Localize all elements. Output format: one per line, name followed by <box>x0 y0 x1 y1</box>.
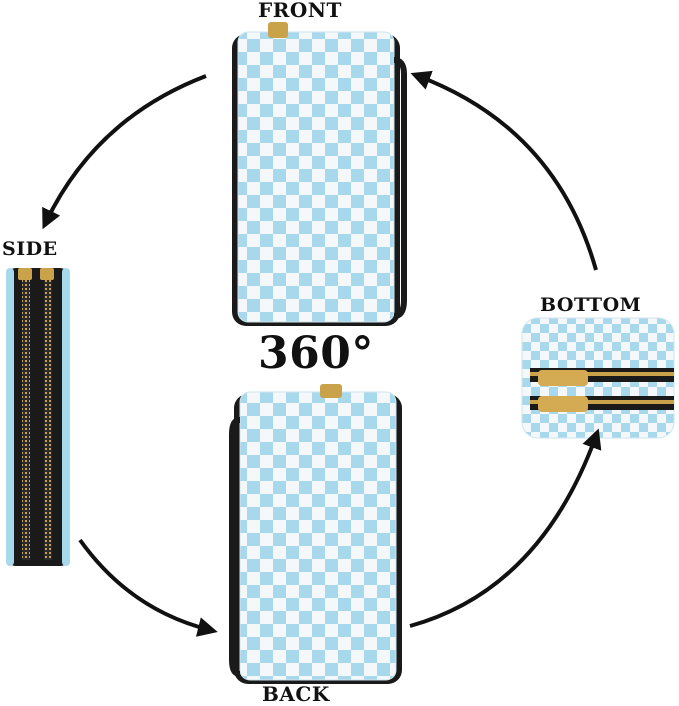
zipper-pull-front <box>268 22 288 38</box>
rotation-arrow-icon <box>42 70 602 637</box>
arrow-back-to-bottom <box>409 428 602 628</box>
arrow-front-to-side <box>42 74 207 230</box>
label-bottom: BOTTOM <box>540 294 642 316</box>
label-side: SIDE <box>2 238 58 260</box>
zipper-pull-bottom-2 <box>538 396 588 412</box>
rotation-label: 360° <box>258 328 374 379</box>
arrow-bottom-to-front <box>410 70 598 271</box>
front-wallet <box>232 22 407 326</box>
zipper-pull-back <box>320 384 342 398</box>
label-front: FRONT <box>258 0 342 22</box>
arrow-side-to-back <box>78 538 218 637</box>
zipper-pull-bottom-1 <box>538 370 588 386</box>
bottom-wallet <box>521 317 675 439</box>
side-wallet <box>6 268 70 566</box>
back-wallet <box>229 384 402 684</box>
label-back: BACK <box>262 682 330 706</box>
